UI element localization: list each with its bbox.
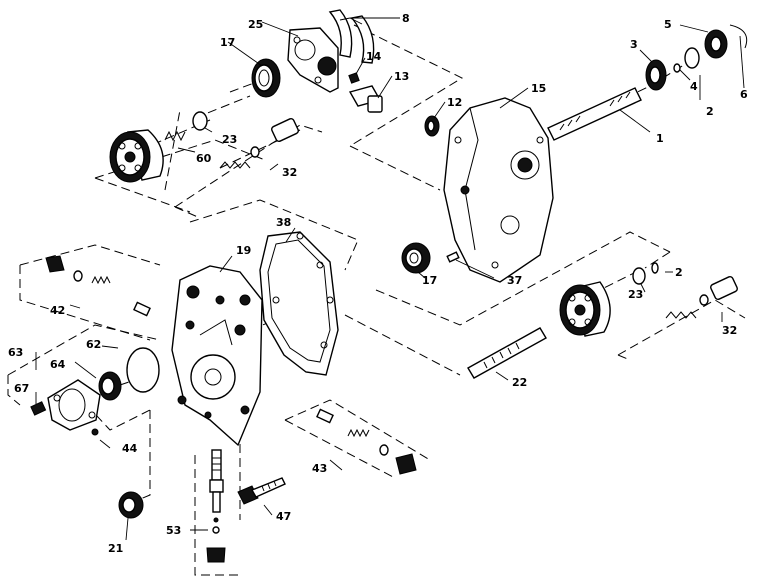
callout-4: 4: [690, 80, 698, 93]
part-64-bearing: [98, 371, 122, 401]
leader-lines: [35, 17, 745, 541]
part-17-upper: [251, 58, 281, 98]
part-67-screw: [30, 401, 47, 416]
callout-25: 25: [248, 18, 263, 31]
callout-21: 21: [108, 542, 123, 555]
callout-19: 19: [236, 244, 251, 257]
callout-23-lower: 23: [628, 288, 643, 301]
part-1-input-shaft: [547, 87, 642, 141]
callout-67: 67: [14, 382, 29, 395]
part-44: [91, 428, 99, 436]
callout-8: 8: [402, 12, 410, 25]
callout-15: 15: [531, 82, 546, 95]
part-17-lower: [401, 242, 431, 274]
callout-32-upper: 32: [282, 166, 297, 179]
lower-cylinder-block: [559, 281, 611, 337]
part-60-spring: [164, 130, 186, 142]
part-21-seal: [118, 491, 144, 519]
callout-64: 64: [50, 358, 66, 371]
part-37-pin: [446, 251, 460, 263]
callout-6: 6: [740, 88, 748, 101]
lower-rings-23-2: [632, 262, 659, 285]
callout-12: 12: [447, 96, 462, 109]
part-43-valve-kit: [316, 408, 417, 475]
callout-2-lower: 2: [675, 266, 683, 279]
part-19-center-section: [171, 265, 263, 447]
part-13-14: [348, 72, 383, 113]
callout-32-lower: 32: [722, 324, 737, 337]
callout-3: 3: [630, 38, 638, 51]
callout-63: 63: [8, 346, 23, 359]
callout-17-lower: 17: [422, 274, 437, 287]
callout-60: 60: [196, 152, 212, 165]
part-38-gasket: [259, 231, 339, 376]
callout-23-upper: 23: [222, 133, 237, 146]
callout-5: 5: [664, 18, 672, 31]
part-32-upper-valve: [219, 117, 299, 169]
callout-44: 44: [122, 442, 138, 455]
callout-62: 62: [86, 338, 101, 351]
part-47-bolt: [237, 477, 286, 505]
part-12-bushing: [424, 115, 440, 137]
callout-14: 14: [366, 50, 382, 63]
callout-17-upper: 17: [220, 36, 235, 49]
callout-37: 37: [507, 274, 522, 287]
part-63-flange: [47, 379, 101, 431]
part-32-lower-valve: [665, 275, 738, 319]
callout-47: 47: [276, 510, 291, 523]
callout-13: 13: [394, 70, 409, 83]
part-42-valve-kit: [45, 255, 151, 317]
callout-labels: 8 25 17 14 13 12 15 3 5 6 4 2 1 23 60 32…: [8, 12, 748, 555]
callout-2-upper: 2: [706, 105, 714, 118]
callout-38: 38: [276, 216, 291, 229]
callout-43: 43: [312, 462, 327, 475]
callout-53: 53: [166, 524, 181, 537]
part-53-valve-stack: [206, 449, 226, 563]
upper-cylinder-block: [109, 129, 164, 183]
part-15-main-housing: [443, 97, 554, 283]
part-22-output-shaft: [467, 327, 547, 379]
part-62-ring: [126, 347, 160, 393]
callout-1: 1: [656, 132, 664, 145]
callout-22: 22: [512, 376, 527, 389]
part-25-cover: [287, 27, 339, 93]
upper-shaft-bearing-stack: [645, 24, 748, 91]
part-23-upper-ring: [192, 111, 208, 131]
callout-42: 42: [50, 304, 65, 317]
